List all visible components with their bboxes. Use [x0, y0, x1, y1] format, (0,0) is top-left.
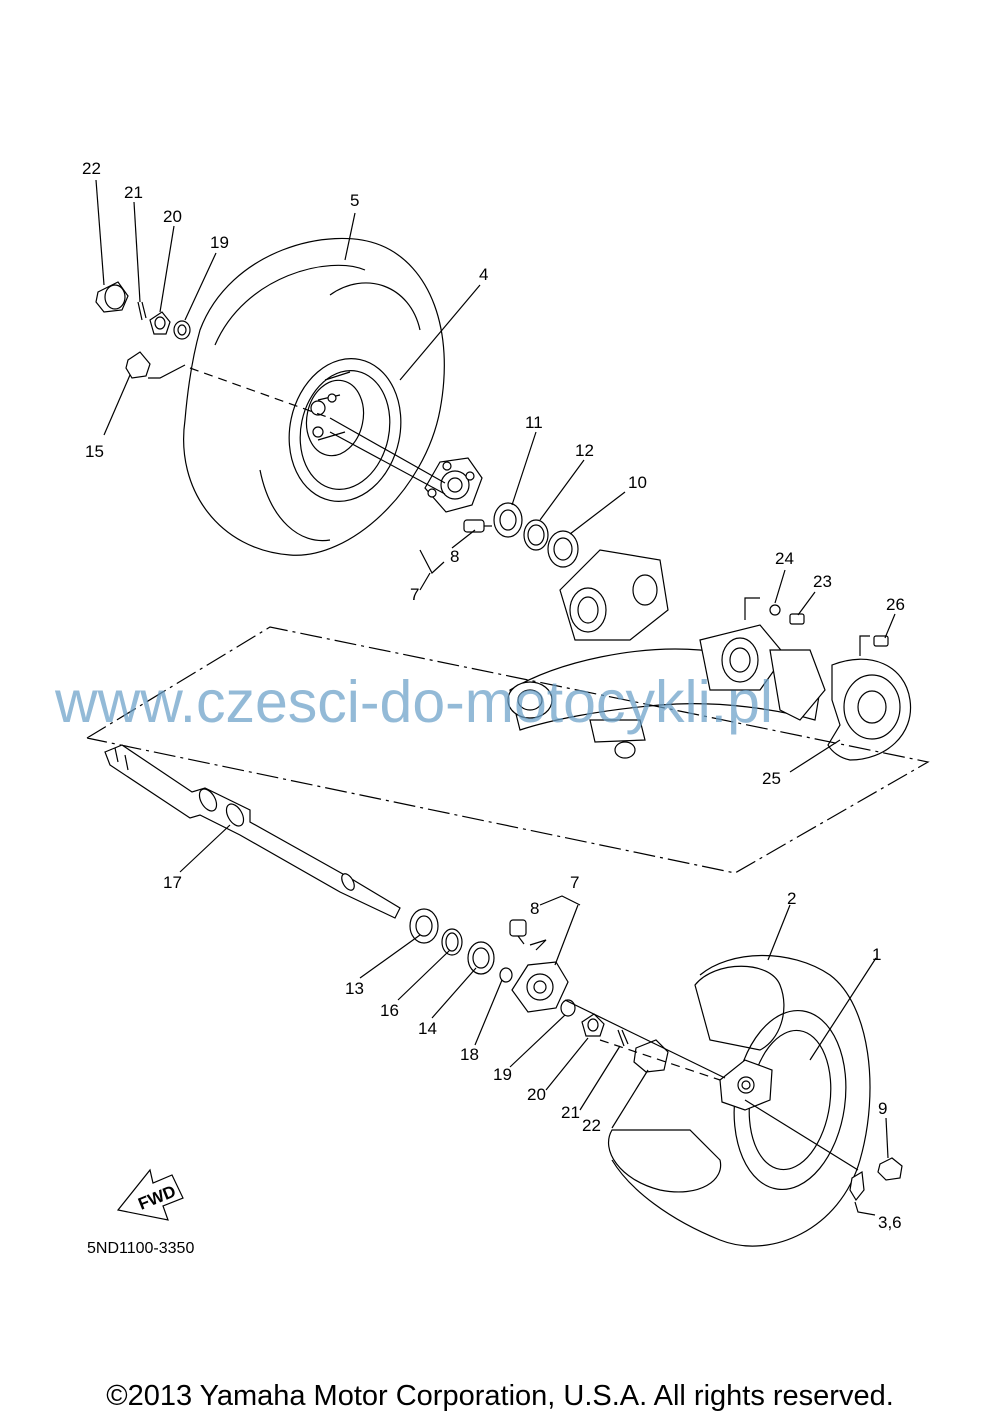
- callout: 7: [570, 873, 579, 892]
- callout: 22: [582, 1116, 601, 1135]
- axle-nut-group-upper: [95, 281, 191, 379]
- callout-labels: 22 21 20 19 5 4 15 11 12 10 8 7 24 23 26…: [82, 159, 905, 1232]
- axle-box-outline: [86, 626, 930, 874]
- callout: 9: [878, 1099, 887, 1118]
- axle-shaft: [104, 744, 401, 919]
- callout: 5: [350, 191, 359, 210]
- callout: 20: [527, 1085, 546, 1104]
- callout: 19: [210, 233, 229, 252]
- callout: 14: [418, 1019, 437, 1038]
- bearings-upper: [493, 502, 579, 568]
- callout: 12: [575, 441, 594, 460]
- callout: 7: [410, 585, 419, 604]
- callout: 19: [493, 1065, 512, 1084]
- disc-cover: [827, 658, 912, 761]
- callout: 25: [762, 769, 781, 788]
- callout: 13: [345, 979, 364, 998]
- callout: 22: [82, 159, 101, 178]
- callout: 1: [872, 945, 881, 964]
- upper-wheel: [183, 237, 445, 556]
- fwd-arrow-icon: FWD: [116, 1168, 184, 1221]
- callout: 15: [85, 442, 104, 461]
- callout: 3,6: [878, 1213, 902, 1232]
- callout: 4: [479, 265, 488, 284]
- callout: 8: [530, 899, 539, 918]
- axle-housing: [507, 549, 889, 759]
- axis-line-upper: [189, 367, 331, 419]
- callout: 17: [163, 873, 182, 892]
- callout: 26: [886, 595, 905, 614]
- part-code: 5ND1100-3350: [87, 1240, 195, 1257]
- callout: 21: [561, 1103, 580, 1122]
- hub-upper: [424, 457, 492, 533]
- callout: 23: [813, 572, 832, 591]
- callout: 2: [787, 889, 796, 908]
- callout: 24: [775, 549, 794, 568]
- leader-lines: [95, 179, 896, 1216]
- callout: 10: [628, 473, 647, 492]
- callout: 21: [124, 183, 143, 202]
- callout: 20: [163, 207, 182, 226]
- lower-wheel: [607, 954, 903, 1247]
- callout: 18: [460, 1045, 479, 1064]
- hub-lower: [509, 919, 669, 1073]
- copyright-notice: ©2013 Yamaha Motor Corporation, U.S.A. A…: [106, 1380, 894, 1412]
- watermark: www.czesci-do-motocykli.pl: [55, 669, 773, 735]
- callout: 8: [450, 547, 459, 566]
- callout: 16: [380, 1001, 399, 1020]
- callout: 11: [525, 413, 543, 432]
- bearings-lower: [409, 908, 513, 983]
